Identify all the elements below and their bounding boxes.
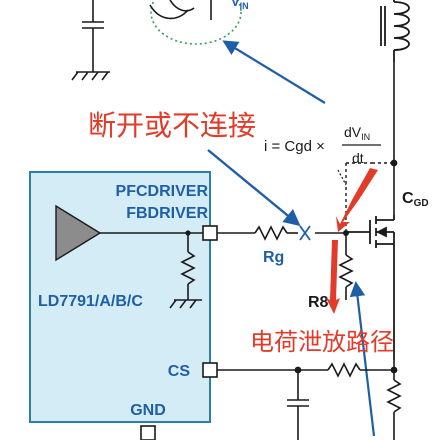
annotation-discharge-path: 电荷泄放路径 [250,329,394,356]
ground-symbol-chip [169,299,202,309]
dashed-current-arc [337,169,347,186]
discharge-arrow-gate [336,168,378,232]
pin-driver [202,225,218,241]
break-mark-icon [299,225,311,241]
vin-label: VIN [231,0,249,11]
cgd-current-formula: i = Cgd × dVIN dt [264,124,381,166]
pin-gnd [140,425,156,440]
formula-numerator: dVIN [344,124,370,142]
annotation-disconnect: 断开或不连接 [88,110,256,141]
rg-label: Rg [263,249,284,266]
inductor [380,0,410,62]
pin-label-cs: CS [168,363,191,380]
driver-buffer-icon [55,204,102,262]
arrow-to-r8 [349,280,376,437]
part-number: LD7791/A/B/C [38,293,143,310]
gate-drive-wire [217,225,346,241]
r8-resistor [338,233,354,300]
top-left-capacitor [82,0,104,72]
r8-label: R8 [308,294,329,311]
source-network [217,360,402,440]
drain-rail [372,62,398,215]
internal-pulldown-resistor [180,233,196,300]
arrow-to-break [207,149,301,227]
pin-label-gnd: GND [130,402,166,419]
vin-source-highlight [149,0,242,45]
ground-symbol-top-left [71,71,110,81]
pin-label-pfcdriver: PFCDRIVER [116,183,209,200]
pin-label-fbdriver: FBDRIVER [126,205,208,222]
formula-denominator: dt [352,150,364,166]
cgd-label: CGD [402,190,429,209]
cgd-capacitor [345,162,372,230]
discharge-arrow-r8 [326,240,340,314]
mosfet [346,215,395,360]
arrow-to-vin [222,40,326,104]
formula-lhs: i = Cgd × [264,138,325,155]
pin-cs [202,362,218,378]
